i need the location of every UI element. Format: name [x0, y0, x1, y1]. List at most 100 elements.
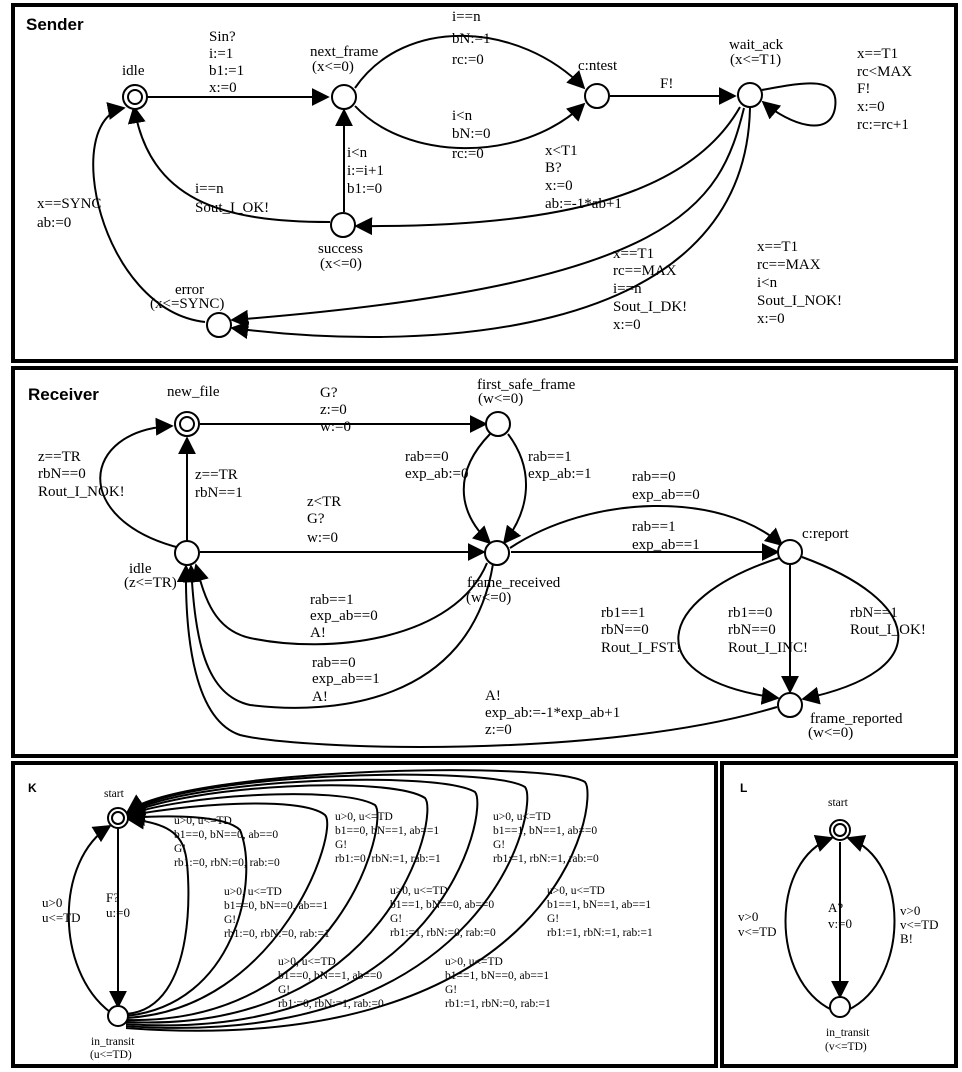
- edge-l-right: [846, 834, 896, 1011]
- edge-reported-idle: [176, 564, 778, 748]
- edge-first-frame-r: [502, 433, 527, 545]
- label-frame-reported: frame_reported: [810, 711, 903, 727]
- label-error: error: [175, 282, 204, 298]
- label-idle: idle: [122, 63, 145, 79]
- edge-wait-success: [354, 106, 741, 236]
- edge-label-wait-success: x<T1 B? x:=0 ab:=-1*ab+1: [545, 143, 622, 212]
- edge-k-t1: [124, 811, 190, 1015]
- l-panel: L start in_transit (v<=TD) v>0 v<=TD A? …: [720, 761, 958, 1068]
- label-new-file: new_file: [167, 384, 220, 400]
- location-wait-ack: [737, 82, 763, 108]
- location-error: [206, 312, 232, 338]
- edge-frame-report-top: [509, 505, 784, 549]
- label-k-in-transit-inv: (u<=TD): [90, 1049, 132, 1061]
- location-l-in-transit: [829, 996, 851, 1018]
- location-frame-reported: [777, 692, 803, 718]
- edge-label-k-left: u>0 u<=TD: [42, 895, 81, 925]
- initial-marker: [833, 823, 847, 837]
- edge-l-left: [784, 834, 834, 1011]
- edge-label-l-right: v>0 v<=TD B!: [900, 903, 942, 946]
- label-l-start: start: [828, 797, 849, 809]
- location-cntest: [584, 83, 610, 109]
- edge-k-t7: [125, 773, 529, 1029]
- edge-label-wait-error-dk: x==T1 rc==MAX i==n Sout_I_DK! x:=0: [613, 246, 691, 333]
- edge-report-rep-l: [677, 557, 780, 705]
- edge-error-idle: [92, 102, 206, 323]
- sender-title: Sender: [26, 15, 84, 34]
- label-next-frame: next_frame: [310, 44, 379, 60]
- label-k-start: start: [104, 788, 125, 800]
- edge-label-frame-report-top: rab==0 exp_ab==0: [632, 469, 700, 503]
- edge-label-report-rep-l: rb1==1 rbN==0 Rout_I_FST!: [601, 605, 681, 656]
- edge-label-success-next: i<n i:=i+1 b1:=0: [347, 145, 388, 197]
- label-cntest: c:ntest: [578, 58, 618, 74]
- label-l-in-transit-inv: (v<=TD): [825, 1041, 867, 1053]
- edge-label-idle-newfile-in: z==TR rbN==1: [195, 467, 243, 501]
- location-k-in-transit: [107, 1005, 129, 1027]
- edge-label-k-t4: u>0, u<=TD b1==0, bN==1, ab==1 G! rb1:=0…: [335, 811, 442, 865]
- edge-label-k-t2: u>0, u<=TD b1==0, bN==0, ab==1 G! rb1:=0…: [224, 886, 331, 940]
- edge-label-k-t1: u>0, u<=TD b1==0, bN==0, ab==0 G! rb1:=0…: [174, 815, 281, 869]
- label-first-safe-frame-inv: (w<=0): [478, 391, 523, 407]
- edge-idle-newfile-out: [99, 417, 181, 549]
- location-creport: [777, 539, 803, 565]
- edge-label-next-cntest-top: i==n bN:=1 rc:=0: [452, 9, 494, 68]
- receiver-panel: Receiver new_file first_safe_frame (w<=0…: [11, 366, 958, 758]
- edge-label-wait-loop: x==T1 rc<MAX F! x:=0 rc:=rc+1: [857, 46, 916, 133]
- label-l-in-transit: in_transit: [826, 1027, 870, 1039]
- initial-marker: [179, 416, 195, 432]
- k-panel: K start in_transit (u<=TD) u>0 u<=TD F? …: [11, 761, 718, 1068]
- initial-marker: [111, 811, 125, 825]
- edge-k-t4: [125, 793, 379, 1022]
- edge-k-t8: [125, 769, 589, 1032]
- location-success: [330, 212, 356, 238]
- edge-label-k-t5: u>0, u<=TD b1==1, bN==0, ab==0 G! rb1:=1…: [390, 885, 497, 939]
- edge-label-k-mid: F? u:=0: [106, 890, 130, 920]
- label-frame-received: frame_received: [467, 575, 561, 591]
- edge-label-idle-frame: z<TR G? w:=0: [307, 494, 345, 546]
- label-wait-ack: wait_ack: [729, 37, 784, 53]
- edge-label-frame-report-mid: rab==1 exp_ab==1: [632, 519, 700, 553]
- edge-label-report-rep-r: rbN==1 Rout_I_OK!: [850, 605, 926, 638]
- edge-frame-idle-1: [191, 562, 488, 646]
- edge-label-error-idle: x==SYNC ab:=0: [37, 196, 105, 231]
- edge-label-cntest-wait: F!: [660, 76, 673, 92]
- edge-wait-error-nok: [230, 107, 751, 340]
- edge-k-t5: [125, 784, 429, 1024]
- initial-marker: [127, 89, 143, 105]
- label-error-inv: (x<=SYNC): [150, 296, 224, 312]
- edge-report-rep-r: [801, 556, 900, 705]
- label-next-frame-inv: (x<=0): [312, 59, 354, 75]
- label-frame-reported-inv: (w<=0): [808, 725, 853, 741]
- location-next-frame: [331, 84, 357, 110]
- location-idle: [174, 540, 200, 566]
- receiver-title: Receiver: [28, 385, 99, 404]
- edge-k-t6: [125, 778, 479, 1027]
- edge-label-first-frame-l: rab==0 exp_ab:=0: [405, 449, 468, 482]
- label-wait-ack-inv: (x<=T1): [730, 52, 781, 68]
- l-title: L: [740, 781, 747, 795]
- edge-label-success-idle: i==n Sout_I_OK!: [195, 181, 269, 216]
- edge-wait-error-dk: [230, 107, 745, 328]
- edge-label-k-t3: u>0, u<=TD b1==0, bN==1, ab==0 G! rb1:=0…: [278, 956, 385, 1010]
- edge-label-idle-newfile-out: z==TR rbN==0 Rout_I_NOK!: [38, 449, 125, 500]
- edge-label-k-t8: u>0, u<=TD b1==1, bN==1, ab==1 G! rb1:=1…: [547, 885, 654, 939]
- label-creport: c:report: [802, 526, 849, 542]
- edge-label-next-cntest-bot: i<n bN:=0 rc:=0: [452, 108, 494, 162]
- edge-wait-loop: [761, 82, 837, 127]
- sender-panel: Sender idle next_frame (x<=0) c:ntest wa…: [11, 3, 958, 363]
- edge-k-left: [67, 825, 112, 1013]
- edge-label-frame-idle-1: rab==1 exp_ab==0 A!: [310, 592, 381, 641]
- edge-first-frame-l: [462, 433, 492, 545]
- location-frame-received: [484, 540, 510, 566]
- edge-label-reported-idle: A! exp_ab:=-1*exp_ab+1 z:=0: [485, 688, 624, 738]
- edge-label-frame-idle-2: rab==0 exp_ab==1 A!: [312, 655, 383, 705]
- edge-next-cntest-top: [354, 34, 586, 90]
- edge-label-wait-error-nok: x==T1 rc==MAX i<n Sout_I_NOK! x:=0: [757, 239, 846, 327]
- edge-label-report-rep-m: rb1==0 rbN==0 Rout_I_INC!: [728, 605, 808, 656]
- label-frame-received-inv: (w<=0): [466, 590, 511, 606]
- edge-label-l-mid: A? v:=0: [828, 900, 852, 931]
- k-title: K: [28, 781, 37, 795]
- label-first-safe-frame: first_safe_frame: [477, 377, 576, 393]
